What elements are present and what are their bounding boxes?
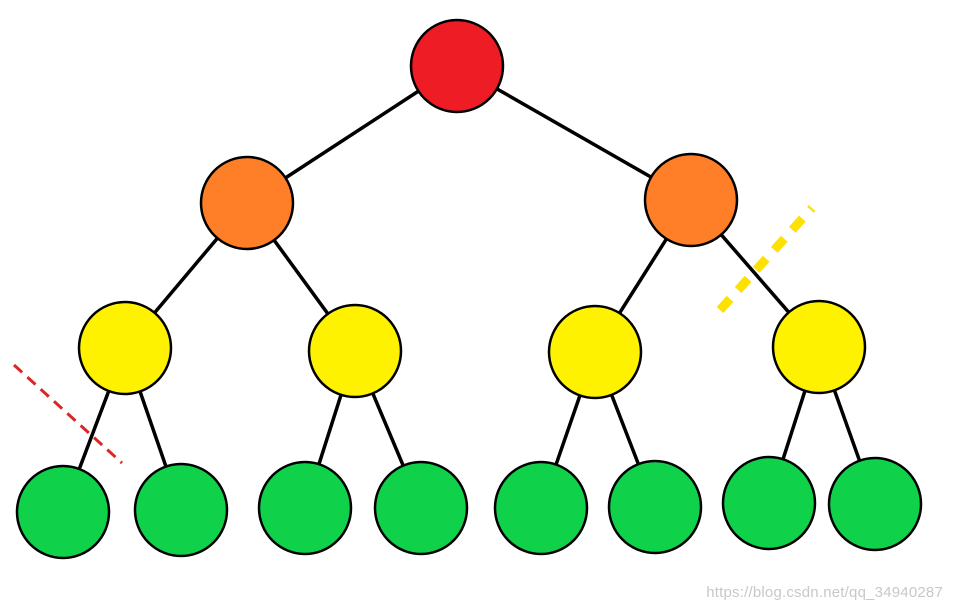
tree-node-leaves-6 [721,455,817,551]
tree-edge [138,390,168,468]
tree-node-leaves-3 [373,460,469,556]
cut-markers [12,204,816,465]
tree-edge [272,239,330,315]
tree-edge [781,390,807,460]
tree-nodes [15,18,923,560]
tree-node-level-2-3 [771,299,867,395]
tree-edges [77,87,862,470]
tree-edge [77,390,111,470]
tree-node-level-2-2 [547,304,643,400]
tree-edge [554,394,582,466]
tree-node-leaves-2 [257,460,353,556]
tree-node-level-2-1 [307,303,403,399]
tree-edge [317,394,343,465]
watermark-text: https://blog.csdn.net/qq_34940287 [706,584,943,601]
tree-node-leaves-1 [133,462,229,558]
yellow-dashed-cut-marker [716,204,816,314]
tree-edge [371,392,405,467]
tree-node-leaves-0 [15,464,111,560]
tree-edge [496,87,652,179]
tree-edge [153,237,219,314]
red-dashed-cut-marker [12,363,124,465]
tree-node-leaves-7 [827,456,923,552]
tree-node-level-2-0 [77,300,173,396]
tree-node-leaves-4 [493,460,589,556]
tree-node-level-1-0 [199,155,295,251]
tree-edge [609,394,641,465]
tree-node-level-1-1 [643,152,739,248]
tree-edge [618,237,668,315]
tree-node-root-0 [409,18,505,114]
tree-edge [284,89,420,180]
tree-edge [719,233,791,314]
tree-node-leaves-5 [607,459,703,555]
tree-edge [832,389,862,462]
